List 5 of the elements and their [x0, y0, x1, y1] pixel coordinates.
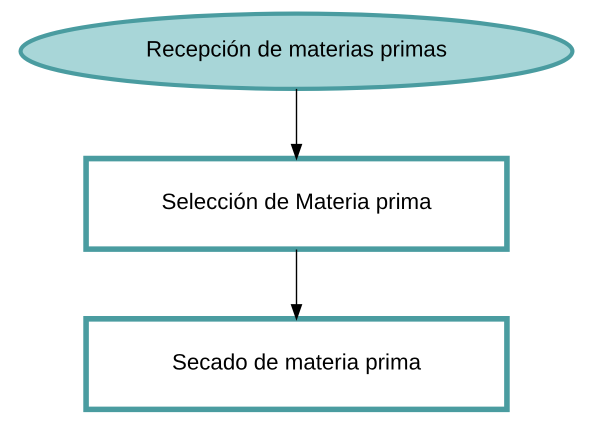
- node-box: Selección de Materia prima: [82, 156, 510, 252]
- node-ellipse: Recepción de materias primas: [18, 12, 574, 91]
- node-box: Secado de materia prima: [82, 316, 510, 412]
- arrow: [290, 88, 302, 161]
- arrow: [290, 250, 302, 321]
